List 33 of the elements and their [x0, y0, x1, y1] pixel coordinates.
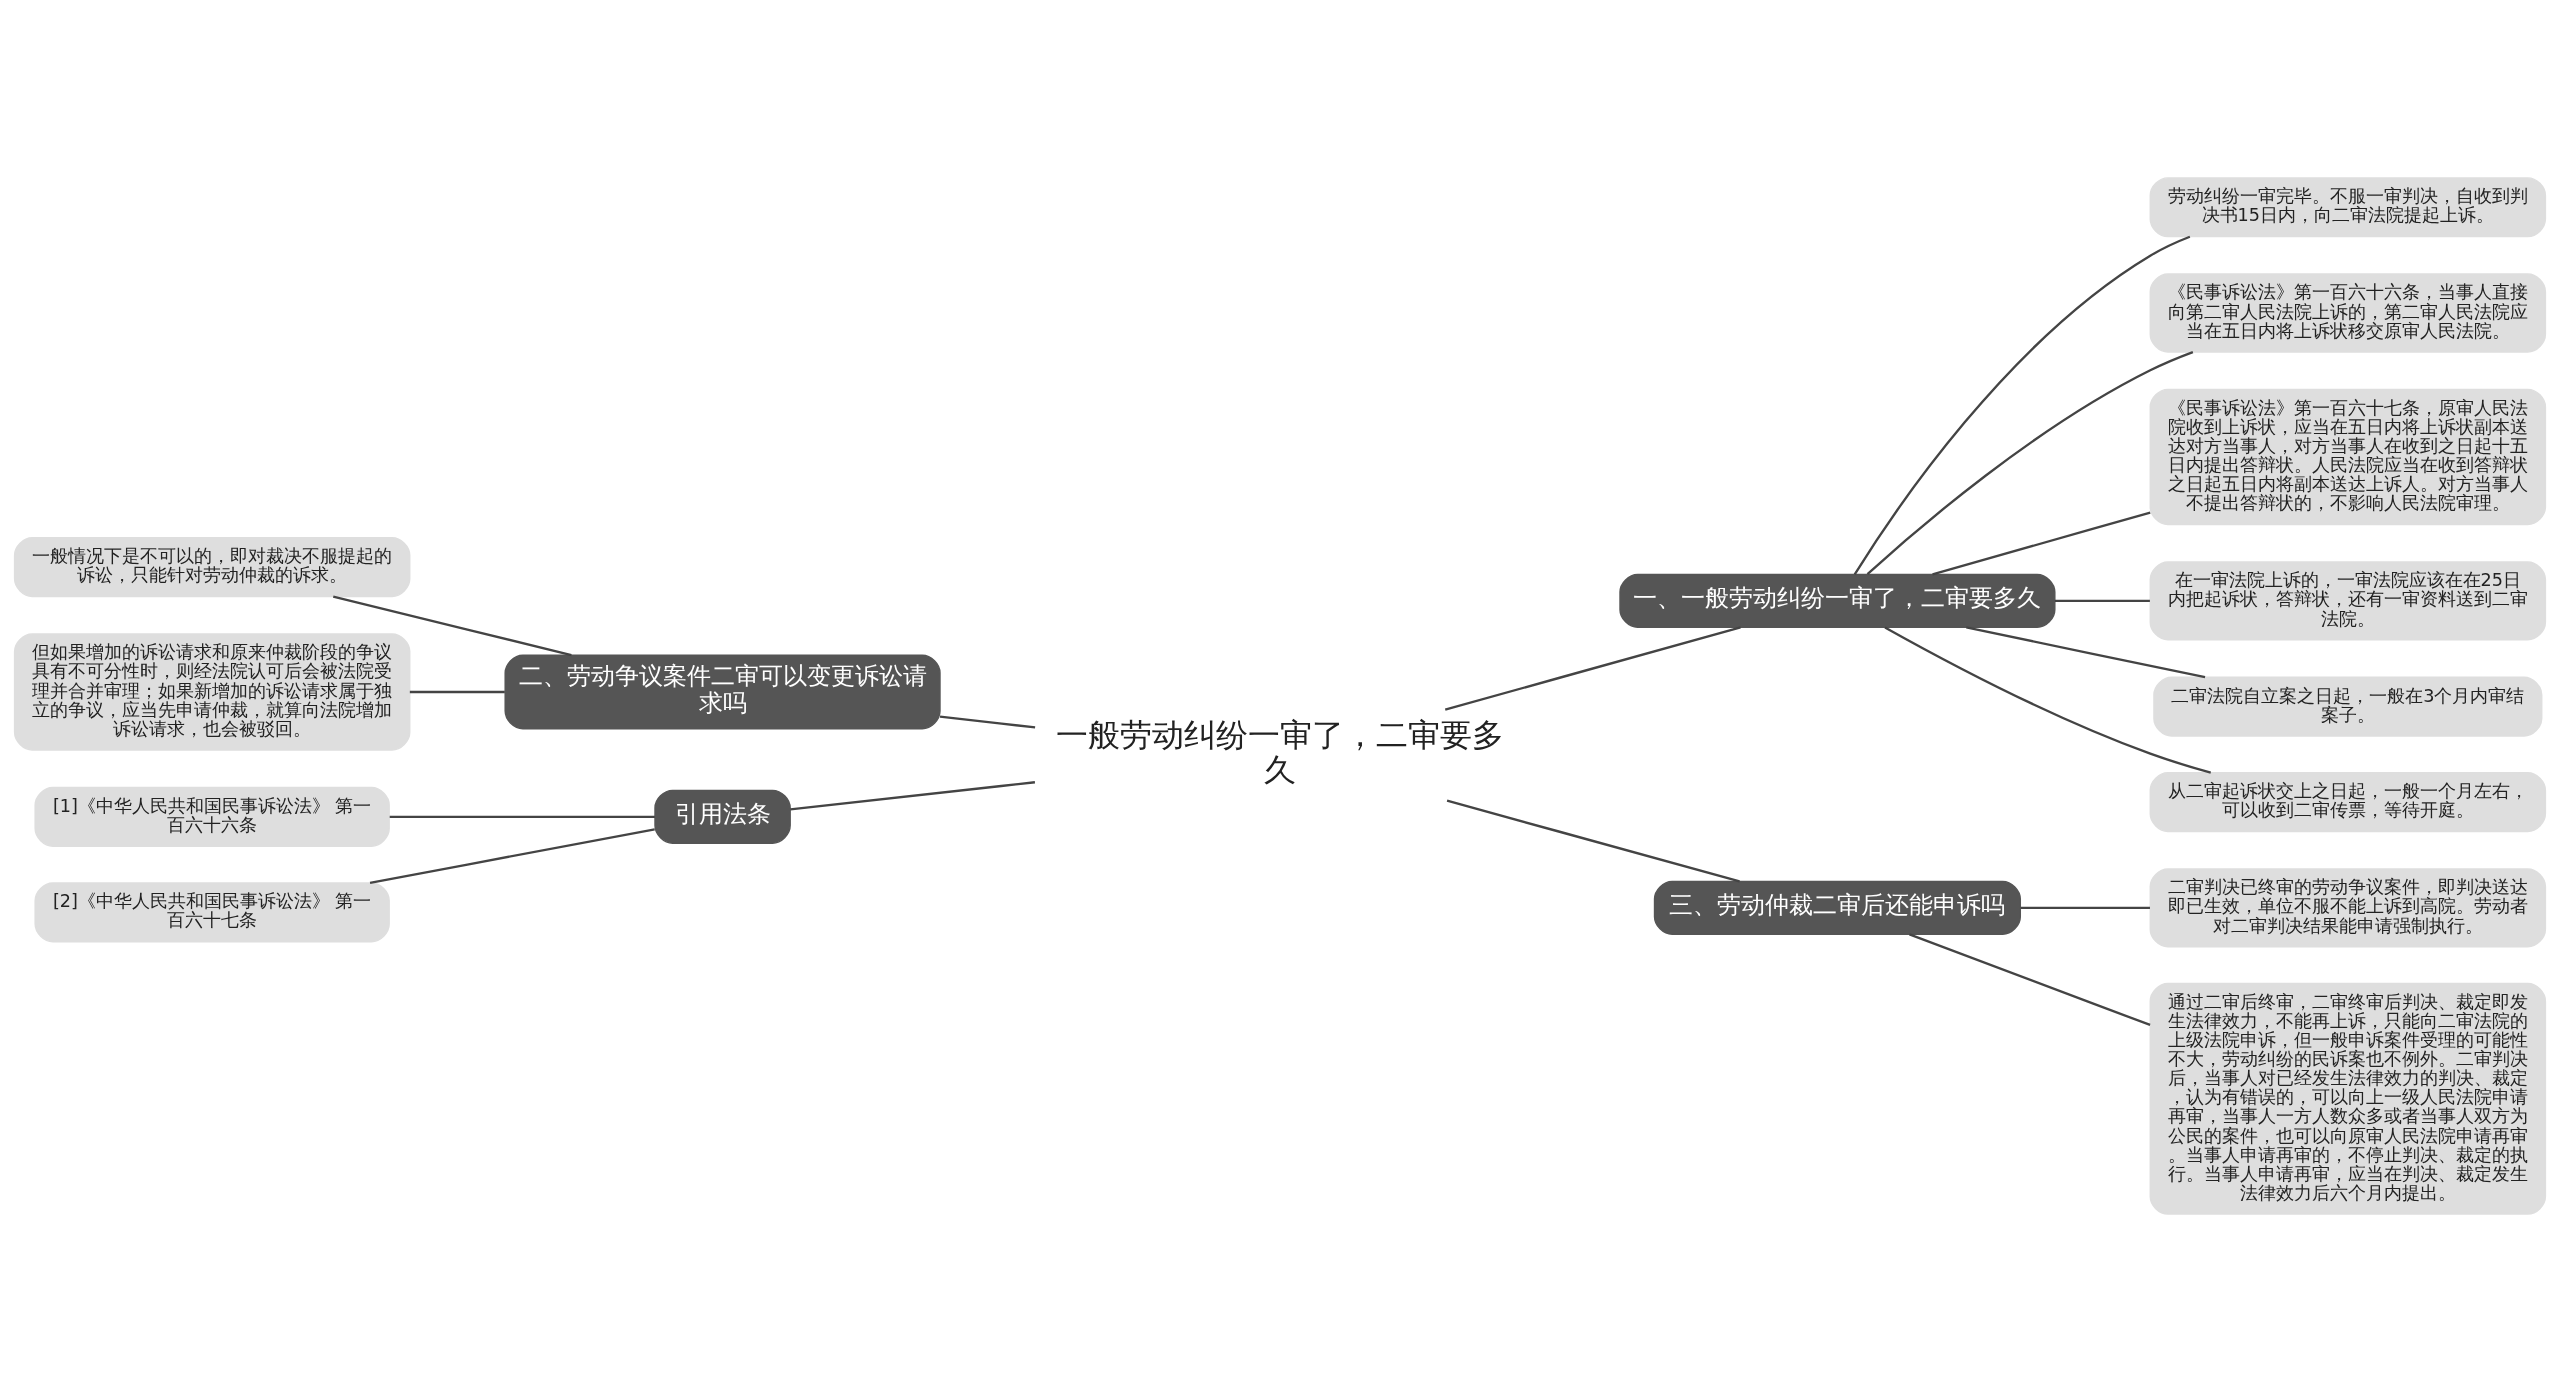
node-box: 通过二审后终审，二审终审后判决、裁定即发生法律效力，不能再上诉，只能向二审法院的上级法院申诉，但一般申诉案件受理的可能性不大，劳动纠纷的民诉案也不例外。二审判决后，当事人对已经发生法律效力的判决、裁定，认为有错误的，可以向上一级人民法院申请再审，当事人一方人数众多或者当事人双方为公民的案件，也可以向原审人民法院申请再审。当事人申请再审的，不停止判决、裁定的执行。当事人申请再审，应当在判决、裁定发生法律效力后六个月内提出。 — [2149, 982, 2547, 1215]
connector — [1884, 626, 2212, 774]
connector — [1932, 511, 2151, 576]
node-text: 一般劳动纠纷一审了，二审要多久 — [1056, 715, 1504, 789]
connector — [333, 595, 572, 657]
node-box: 《民事诉讼法》第一百六十六条，当事人直接向第二审人民法院上诉的，第二审人民法院应当在五日内将上诉状移交原审人民法院。 — [2149, 273, 2547, 353]
node-box: [2]《中华人民共和国民事诉讼法》 第一百六十七条 — [34, 882, 390, 943]
connector — [1853, 235, 2191, 576]
node-box: [1]《中华人民共和国民事诉讼法》 第一百六十六条 — [34, 786, 390, 847]
connector — [2020, 906, 2150, 910]
connector — [939, 715, 1036, 729]
connector — [1866, 351, 2194, 576]
connector — [790, 781, 1036, 811]
node-box: 但如果增加的诉讼请求和原来仲裁阶段的争议具有不可分性时，则经法院认可后会被法院受理并合并审理；如果新增加的诉讼请求属于独立的争议，应当先申请仲裁，就算向法院增加诉讼请求，也会被驳回。 — [13, 633, 411, 751]
connector — [369, 828, 655, 884]
connector — [389, 815, 655, 818]
node-box: 从二审起诉状交上之日起，一般一个月左右，可以收到二审传票，等待开庭。 — [2149, 772, 2547, 833]
node-box: 二、劳动争议案件二审可以变更诉讼请求吗 — [504, 654, 941, 730]
connector — [1909, 933, 2151, 1027]
node-box: 二审法院自立案之日起，一般在3个月内审结案子。 — [2153, 676, 2543, 737]
node-box: 劳动纠纷一审完毕。不服一审判决，自收到判决书15日内，向二审法院提起上诉。 — [2149, 177, 2547, 238]
connector — [1446, 799, 1740, 883]
node-box: 引用法条 — [654, 789, 791, 844]
node-box: 《民事诉讼法》第一百六十七条，原审人民法院收到上诉状，应当在五日内将上诉状副本送达对方当事人，对方当事人在收到之日起十五日内提出答辩状。人民法院应当在收到答辩状之日起五日内将副本送达上诉人。对方当事人不提出答辩状的，不影响人民法院审理。 — [2149, 388, 2547, 526]
connector — [1444, 626, 1741, 711]
node-box: 在一审法院上诉的，一审法院应该在在25日内把起诉状，答辩状，还有一审资料送到二审法院。 — [2149, 561, 2547, 641]
node-box: 一、一般劳动纠纷一审了，二审要多久 — [1619, 573, 2056, 629]
connector — [2054, 599, 2150, 603]
node-box: 二审判决已终审的劳动争议案件，即判决送达即已生效，单位不服不能上诉到高院。劳动者对二审判决结果能申请强制执行。 — [2149, 868, 2547, 948]
connector — [1966, 626, 2206, 679]
connector — [409, 690, 505, 694]
node-box: 一般情况下是不可以的，即对裁决不服提起的诉讼，只能针对劳动仲裁的诉求。 — [13, 537, 411, 598]
node-box: 三、劳动仲裁二审后还能申诉吗 — [1653, 880, 2021, 936]
